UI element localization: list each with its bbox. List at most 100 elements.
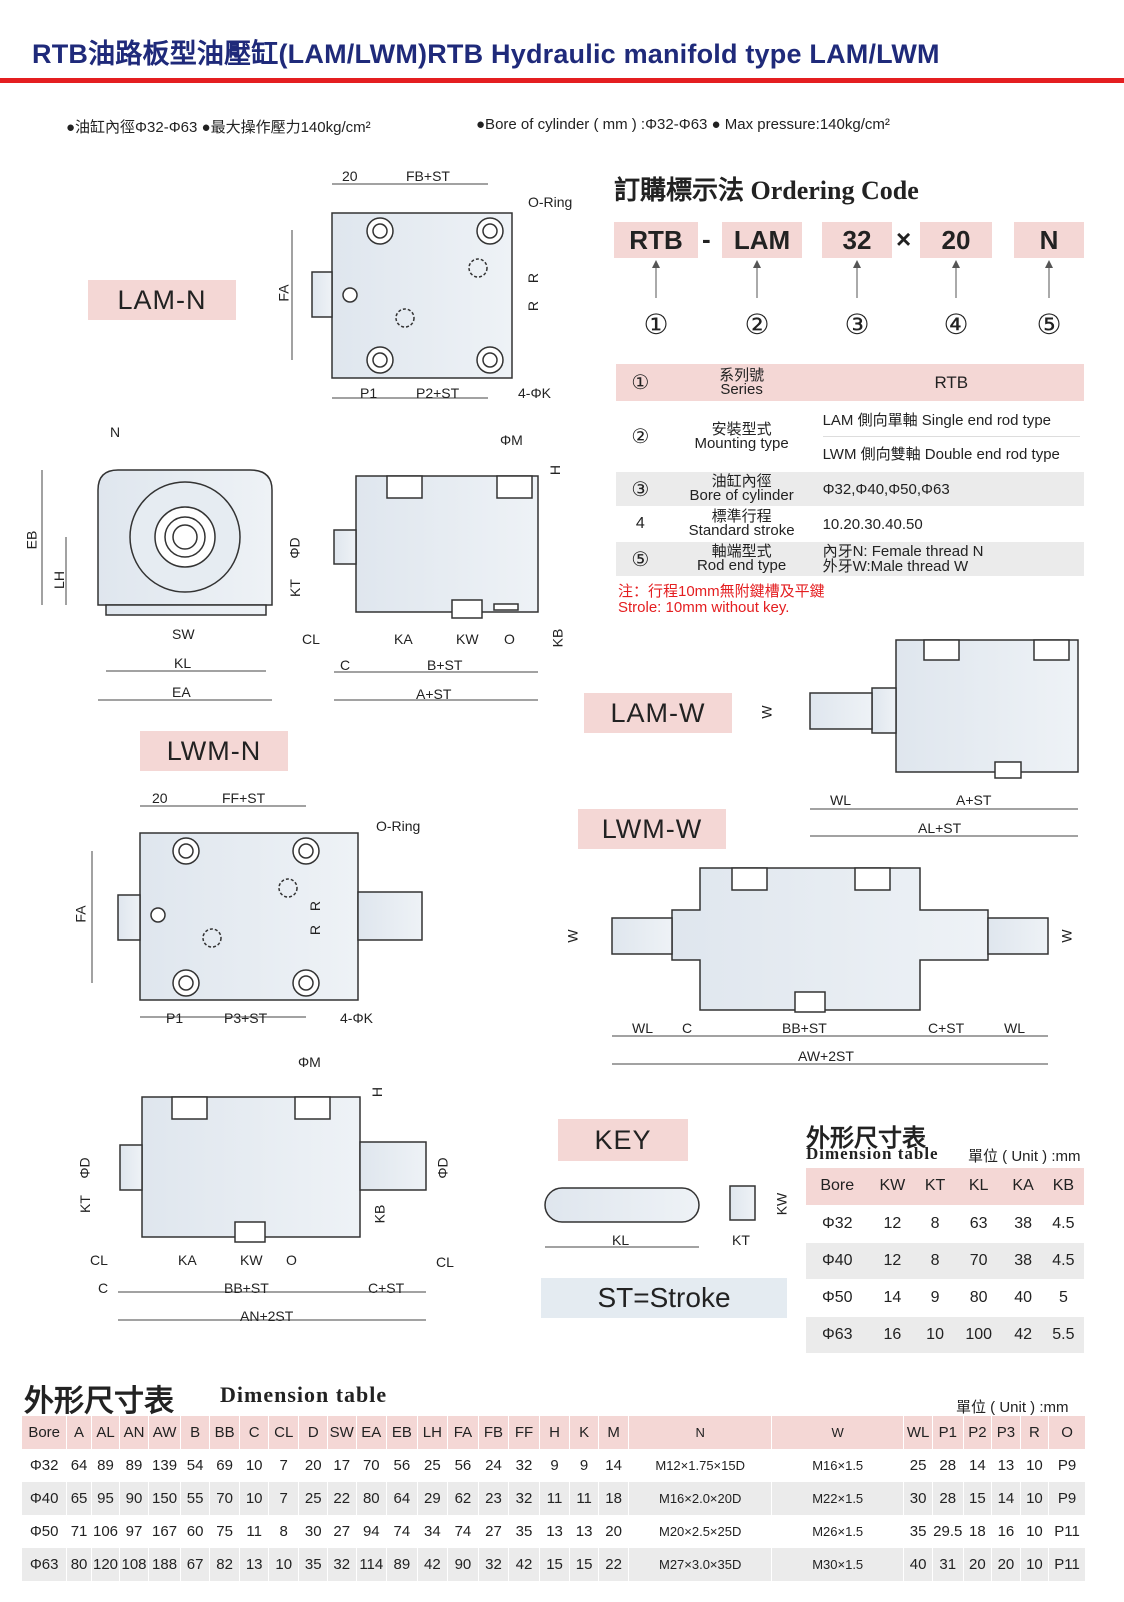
table-cell: 89 — [119, 1449, 149, 1482]
header-cell: WL — [903, 1416, 933, 1449]
dim-cl-lwm-right: CL — [436, 1254, 454, 1270]
ordering-num: ⑤ — [616, 541, 665, 578]
table-cell: 14 — [598, 1449, 630, 1482]
ordering-val: Φ32,Φ40,Φ50,Φ63 — [818, 471, 1084, 508]
dim-al-st: AL+ST — [918, 820, 962, 836]
table-cell: 25 — [298, 1482, 328, 1515]
table-cell: 100 — [953, 1316, 1004, 1354]
header-cell: AN — [119, 1416, 149, 1449]
table-cell: 13 — [239, 1548, 269, 1581]
header-cell: P1 — [932, 1416, 964, 1449]
code-arrows — [652, 260, 1053, 298]
header-cell: KB — [1042, 1168, 1084, 1206]
code-series: RTB — [614, 222, 698, 258]
dim-c-st-lwm-w: C+ST — [928, 1020, 965, 1036]
dim-20-lam: 20 — [342, 168, 358, 184]
code-stroke: 20 — [920, 222, 992, 258]
table-cell: 38 — [1003, 1242, 1043, 1280]
dim-fa-lwm: FA — [72, 905, 89, 923]
table-cell: 10 — [268, 1548, 300, 1581]
table-cell: 9 — [916, 1279, 954, 1317]
table-cell: 11 — [569, 1482, 599, 1515]
table-cell: 97 — [119, 1515, 149, 1548]
lwm-n-side-view — [119, 1096, 427, 1243]
dim-wl-lwm-w-left: WL — [632, 1020, 653, 1036]
header-cell: AL — [91, 1416, 121, 1449]
table-cell: 106 — [91, 1515, 121, 1548]
table-cell: 30 — [903, 1482, 933, 1515]
header-cell: SW — [327, 1416, 357, 1449]
table-cell: 9 — [569, 1449, 599, 1482]
table-cell: 18 — [963, 1515, 993, 1548]
table-cell: 90 — [119, 1482, 149, 1515]
table-cell: 7 — [268, 1482, 300, 1515]
marker-5: ⑤ — [1036, 309, 1062, 340]
dim-w-lwm-w-right: W — [1058, 929, 1075, 943]
ordering-val: 10.20.30.40.50 — [818, 507, 1084, 542]
dim-ka-lwm: KA — [178, 1252, 197, 1268]
table-cell: 12 — [868, 1205, 917, 1243]
dim-kt-key: KT — [732, 1232, 750, 1248]
dim-phid-lam: ΦD — [286, 537, 303, 559]
table-cell: 63 — [953, 1205, 1004, 1243]
table-cell: 139 — [148, 1449, 182, 1482]
big-table-title-en: Dimension table — [220, 1382, 388, 1407]
dim-phim-lam: ΦM — [500, 432, 523, 448]
table-cell: 15 — [539, 1548, 571, 1581]
table-cell: 10 — [239, 1449, 269, 1482]
table-cell: 56 — [386, 1449, 418, 1482]
table-cell: 35 — [508, 1515, 540, 1548]
table-cell: 27 — [327, 1515, 357, 1548]
table-cell: 7 — [268, 1449, 300, 1482]
table-cell: 11 — [239, 1515, 269, 1548]
table-cell: P9 — [1048, 1482, 1086, 1515]
table-cell: 62 — [447, 1482, 479, 1515]
marker-3: ③ — [844, 309, 870, 340]
header-cell: FB — [478, 1416, 510, 1449]
code-mount: LAM — [722, 222, 802, 258]
dim-o-lwm: O — [286, 1252, 297, 1268]
table-cell: 60 — [180, 1515, 210, 1548]
table-cell: 20 — [598, 1515, 630, 1548]
dim-kb-lam: KB — [549, 628, 566, 648]
table-cell: M20×2.5×25D — [628, 1515, 772, 1548]
table-cell: 120 — [91, 1548, 121, 1581]
table-cell: 89 — [386, 1548, 418, 1581]
spec-en: ●Bore of cylinder ( mm ) :Φ32-Φ63 ● Max … — [476, 116, 890, 133]
ordering-num: ③ — [616, 471, 665, 508]
table-cell: Φ63 — [22, 1548, 68, 1581]
ordering-val: RTB — [818, 364, 1084, 403]
lam-n-top-view — [311, 212, 513, 379]
table-cell: 32 — [327, 1548, 357, 1581]
label-lwm-n: LWM-N — [140, 731, 288, 771]
header-cell: P2 — [963, 1416, 993, 1449]
big-table-unit: 單位 ( Unit ) :mm — [956, 1399, 1069, 1416]
dim-bb-st-lwm-w: BB+ST — [782, 1020, 827, 1036]
table-cell: 13 — [539, 1515, 571, 1548]
table-cell: 17 — [327, 1449, 357, 1482]
table-cell: 10 — [1020, 1482, 1050, 1515]
oring-lam: O-Ring — [528, 194, 573, 210]
small-table-title-cn: 外形尺寸表 — [806, 1126, 926, 1152]
table-cell: 8 — [916, 1242, 954, 1280]
header-cell: B — [180, 1416, 210, 1449]
table-cell: 12 — [868, 1242, 917, 1280]
dim-b-st: B+ST — [427, 657, 463, 673]
dim-phim-lwm: ΦM — [298, 1054, 321, 1070]
table-cell: 108 — [119, 1548, 149, 1581]
dim-fa-lam: FA — [275, 284, 292, 302]
table-cell: 71 — [66, 1515, 92, 1548]
dim-h-lwm: H — [369, 1086, 386, 1098]
dim-kw-lam: KW — [456, 631, 479, 647]
header-cell: KW — [868, 1168, 917, 1206]
dim-c-lwm-w: C — [682, 1020, 693, 1036]
